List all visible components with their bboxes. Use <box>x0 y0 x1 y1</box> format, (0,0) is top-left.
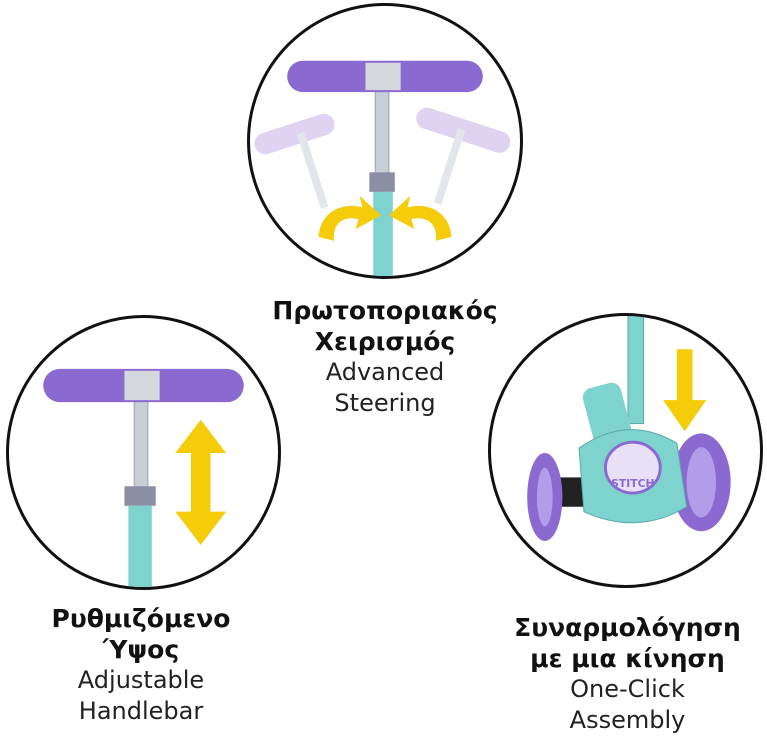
height-subtitle-line1: Adjustable <box>77 666 205 694</box>
steering-illustration <box>254 60 511 276</box>
assembly-caption: Συναρμολόγηση με μια κίνηση One-Click As… <box>490 612 765 736</box>
assembly-feature-circle: STITCH <box>488 313 763 588</box>
steering-title-line2: Χειρισμός <box>314 327 456 356</box>
steering-title-line1: Πρωτοποριακός <box>272 296 498 325</box>
steering-subtitle-line2: Steering <box>334 389 436 417</box>
steering-caption: Πρωτοποριακός Χειρισμός Advanced Steerin… <box>235 295 535 419</box>
stitch-logo <box>603 440 662 495</box>
height-feature-circle <box>6 315 281 590</box>
height-subtitle-line2: Handlebar <box>78 697 204 725</box>
steering-arrows-icon <box>318 195 452 241</box>
height-title-line2: Ύψος <box>102 635 180 664</box>
height-title-line1: Ρυθμιζόμενο <box>51 604 231 633</box>
faded-left-handlebar <box>254 113 335 209</box>
faded-right-handlebar <box>416 107 511 205</box>
assembly-illustration: STITCH <box>527 316 731 541</box>
assembly-title-line2: με μια κίνηση <box>530 644 725 673</box>
steering-feature-circle <box>247 3 523 279</box>
steering-subtitle-line1: Advanced <box>325 358 445 386</box>
assembly-title-line1: Συναρμολόγηση <box>514 613 741 642</box>
height-illustration <box>43 368 244 587</box>
assembly-subtitle-line2: Assembly <box>569 706 686 734</box>
height-caption: Ρυθμιζόμενο Ύψος Adjustable Handlebar <box>0 603 282 727</box>
vertical-double-arrow-icon <box>175 419 227 545</box>
logo-text: STITCH <box>611 477 654 490</box>
down-arrow-icon <box>663 349 707 432</box>
assembly-subtitle-line1: One-Click <box>570 675 685 703</box>
